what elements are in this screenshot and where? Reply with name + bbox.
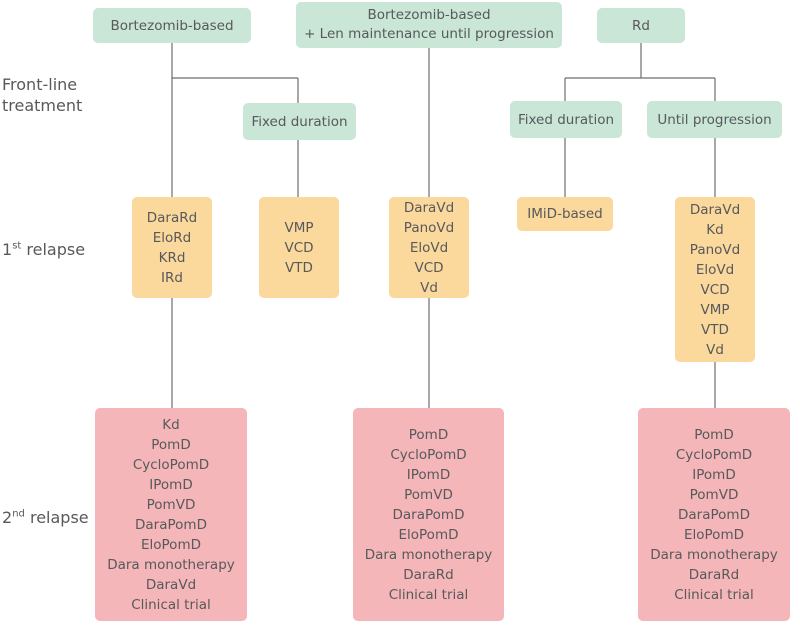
regimen-item: Clinical trial: [388, 586, 469, 603]
regimen-item: EloPomD: [140, 536, 201, 553]
regimen-item: PomVD: [689, 486, 739, 503]
second-relapse-text: relapse: [24, 508, 89, 527]
regimen-item: EloRd: [152, 229, 192, 246]
regimen-item: PanoVd: [403, 219, 455, 236]
regimen-item: IMiD-based: [527, 206, 603, 222]
frontline-bortezomib-len-box: Bortezomib-based + Len maintenance until…: [296, 2, 562, 48]
regimen-item: EloPomD: [398, 526, 459, 543]
regimen-item: DaraVd: [145, 576, 197, 593]
regimen-item: VCD: [700, 281, 730, 298]
rd-until-progression-box: Until progression: [647, 101, 782, 138]
regimen-item: PomD: [694, 426, 734, 443]
regimen-item: VCD: [414, 259, 444, 276]
rd-until-progression-label: Until progression: [657, 111, 772, 128]
regimen-item: VTD: [285, 259, 313, 276]
frontline-bortezomib-box: Bortezomib-based: [93, 8, 251, 43]
regimen-item: Clinical trial: [131, 596, 211, 613]
frontline-label-line1: Front-line: [2, 75, 78, 94]
second-relapse-suffix: nd: [12, 508, 25, 520]
regimen-item: DaraVd: [689, 201, 741, 218]
first-relapse-number: 1: [2, 240, 13, 259]
rd-fixed-duration-box: Fixed duration: [510, 101, 622, 138]
first-relapse-bortezomib-len-box: DaraVd PanoVd EloVd VCD Vd: [389, 197, 469, 298]
second-relapse-rd-box: PomD CycloPomD IPomD PomVD DaraPomD EloP…: [638, 408, 790, 621]
regimen-item: Vd: [706, 341, 724, 358]
regimen-item: CycloPomD: [132, 456, 210, 473]
second-relapse-number: 2: [2, 508, 13, 527]
regimen-item: VCD: [284, 239, 314, 256]
regimen-item: IRd: [161, 269, 183, 286]
regimen-item: DaraPomD: [392, 506, 465, 523]
regimen-item: CycloPomD: [675, 446, 753, 463]
frontline-bortezomib-len-line1: Bortezomib-based: [367, 7, 491, 23]
regimen-item: DaraPomD: [135, 516, 207, 533]
regimen-item: PomVD: [404, 486, 453, 503]
first-relapse-suffix: st: [12, 240, 22, 252]
regimen-item: EloPomD: [683, 526, 744, 543]
frontline-rd-label: Rd: [632, 17, 650, 34]
frontline-bortezomib-len-line2: + Len maintenance until progression: [304, 26, 554, 42]
regimen-item: Vd: [420, 279, 438, 296]
second-relapse-row-label: 2nd relapse: [2, 507, 89, 528]
regimen-item: EloVd: [695, 261, 735, 278]
rd-fixed-duration-label: Fixed duration: [517, 111, 615, 128]
regimen-item: PomVD: [146, 496, 196, 513]
regimen-item: DaraPomD: [678, 506, 750, 523]
regimen-item: VMP: [284, 219, 314, 236]
regimen-item: DaraRd: [146, 209, 198, 226]
first-relapse-row-label: 1st relapse: [2, 239, 85, 260]
regimen-item: CycloPomD: [390, 446, 467, 463]
regimen-item: PomD: [408, 426, 449, 443]
regimen-item: Kd: [162, 416, 180, 433]
frontline-label-line2: treatment: [2, 96, 83, 115]
first-relapse-text: relapse: [21, 240, 86, 259]
regimen-item: Dara monotherapy: [107, 556, 235, 573]
regimen-item: IPomD: [692, 466, 736, 483]
first-relapse-rd-until-box: DaraVd Kd PanoVd EloVd VCD VMP VTD Vd: [675, 197, 755, 362]
first-relapse-rd-fixed-box: IMiD-based: [517, 197, 613, 231]
frontline-row-label: Front-line treatment: [2, 74, 82, 116]
frontline-bortezomib-label: Bortezomib-based: [110, 17, 234, 34]
regimen-item: EloVd: [409, 239, 449, 256]
regimen-item: Clinical trial: [674, 586, 754, 603]
regimen-item: VMP: [700, 301, 730, 318]
regimen-item: PanoVd: [689, 241, 741, 258]
bortezomib-fixed-duration-box: Fixed duration: [243, 103, 356, 140]
second-relapse-bortezomib-len-box: PomD CycloPomD IPomD PomVD DaraPomD EloP…: [353, 408, 504, 621]
regimen-item: Dara monotherapy: [650, 546, 778, 563]
bortezomib-fixed-duration-label: Fixed duration: [251, 113, 348, 130]
second-relapse-bortezomib-box: Kd PomD CycloPomD IPomD PomVD DaraPomD E…: [95, 408, 247, 621]
first-relapse-bortezomib-fixed-box: VMP VCD VTD: [259, 197, 339, 298]
regimen-item: DaraRd: [403, 566, 454, 583]
regimen-item: Dara monotherapy: [364, 546, 493, 563]
first-relapse-bortezomib-continuous-box: DaraRd EloRd KRd IRd: [132, 197, 212, 298]
regimen-item: KRd: [158, 249, 186, 266]
regimen-item: IPomD: [406, 466, 451, 483]
regimen-item: VTD: [701, 321, 729, 338]
regimen-item: DaraRd: [688, 566, 740, 583]
regimen-item: Kd: [706, 221, 724, 238]
regimen-item: DaraVd: [403, 199, 455, 216]
regimen-item: IPomD: [149, 476, 193, 493]
regimen-item: PomD: [151, 436, 191, 453]
frontline-rd-box: Rd: [597, 8, 685, 43]
